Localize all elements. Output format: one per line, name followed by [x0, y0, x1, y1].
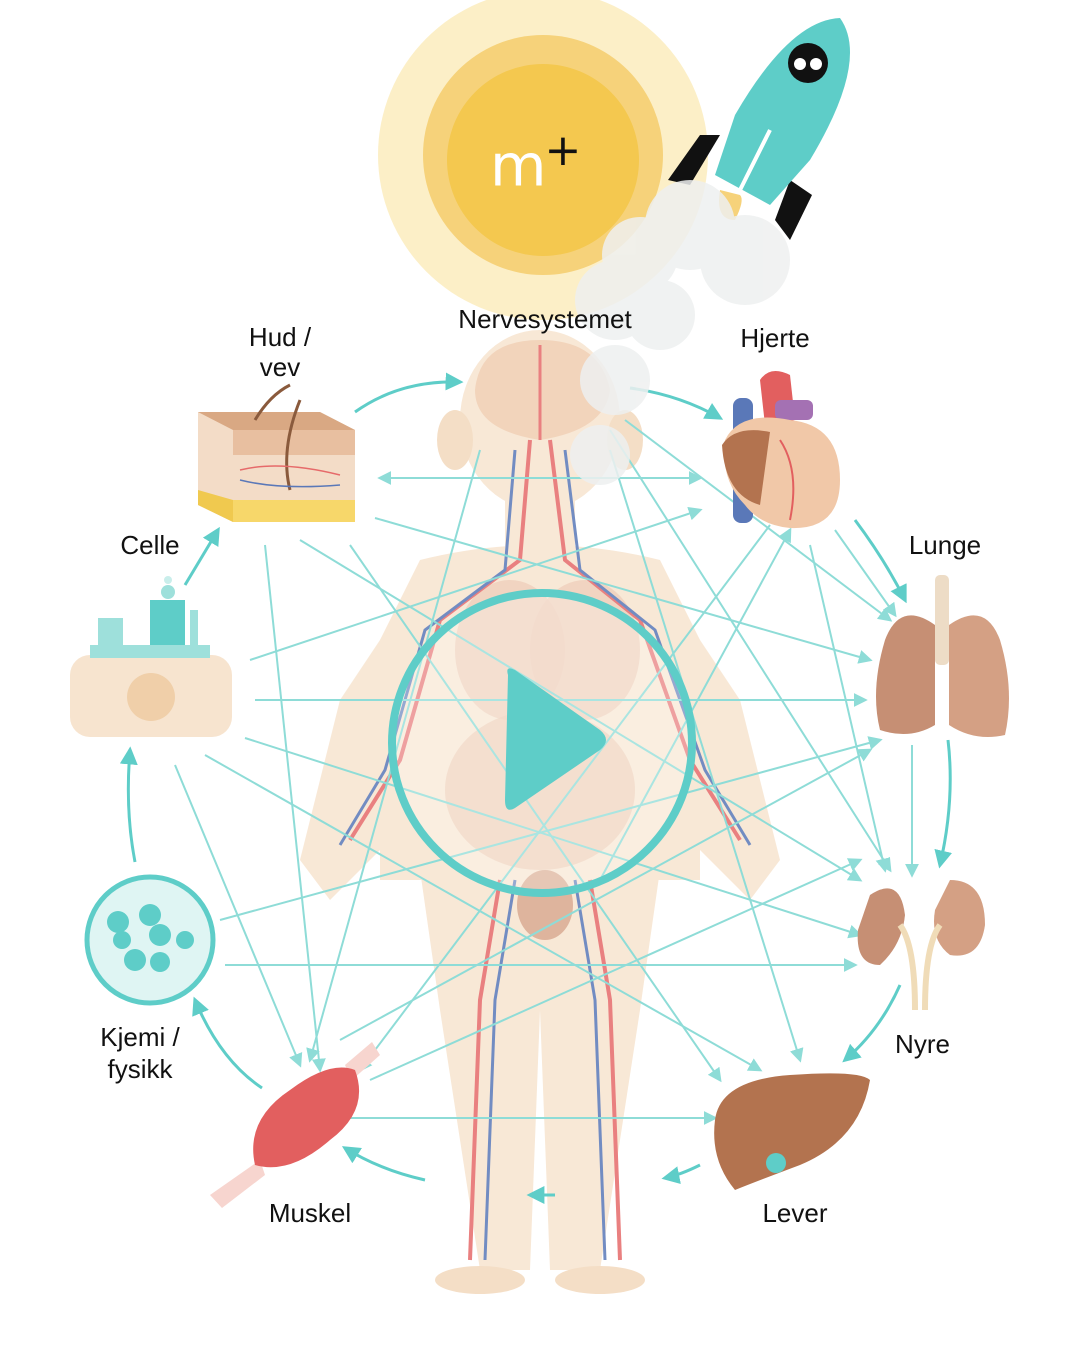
label-nervesystemet: Nervesystemet: [458, 304, 632, 334]
muscle-icon: [210, 1042, 380, 1208]
heart-icon: [722, 371, 840, 529]
logo-text: m+: [490, 125, 581, 200]
label-kjemi-line1: Kjemi /: [100, 1022, 180, 1052]
play-icon: [388, 589, 696, 897]
skin-tissue-icon: [198, 383, 355, 522]
liver-icon: [714, 1073, 870, 1190]
label-muskel: Muskel: [268, 1198, 352, 1228]
play-button[interactable]: [387, 592, 697, 902]
label-celle: Celle: [120, 530, 180, 560]
connection-arrows: [174, 419, 919, 1125]
kidney-icon: [857, 880, 985, 1011]
label-nyre: Nyre: [895, 1029, 950, 1059]
lung-icon: [876, 575, 1009, 738]
label-hjerte: Hjerte: [740, 323, 810, 353]
label-hud-line2: vev: [259, 352, 301, 382]
sun-logo-icon: [378, 0, 708, 320]
smoke-clouds: [570, 180, 790, 485]
label-lever: Lever: [762, 1198, 828, 1228]
petri-dish-icon: [84, 874, 216, 1006]
cell-factory-icon: [70, 576, 232, 737]
label-kjemi-line2: fysikk: [107, 1054, 173, 1084]
label-lunge: Lunge: [908, 530, 982, 560]
label-hud-line1: Hud /: [248, 322, 312, 352]
